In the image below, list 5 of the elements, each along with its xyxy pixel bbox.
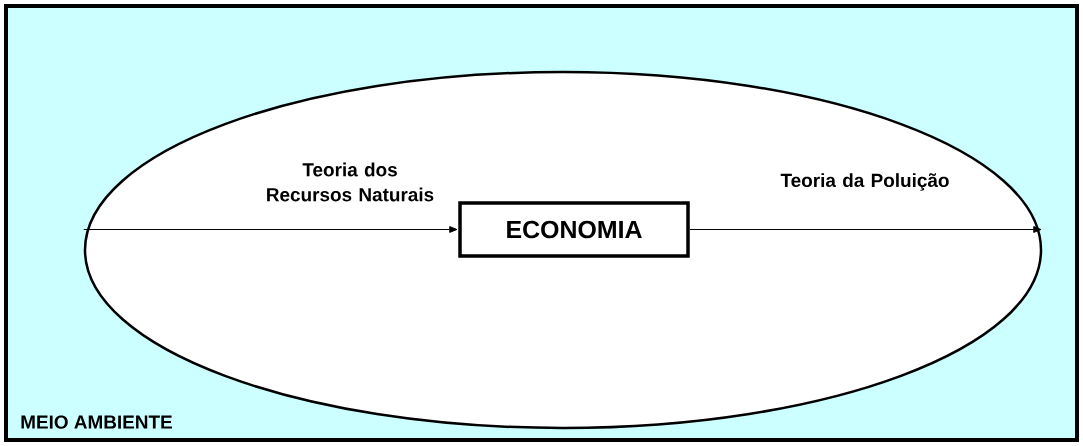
edge-label: Teoria da Poluição: [780, 173, 949, 191]
arrow: [83, 226, 458, 233]
edge-label: Teoria dos Recursos Naturais: [267, 162, 434, 202]
arrow: [689, 226, 1042, 233]
process-box: ECONOMIA: [458, 201, 690, 258]
